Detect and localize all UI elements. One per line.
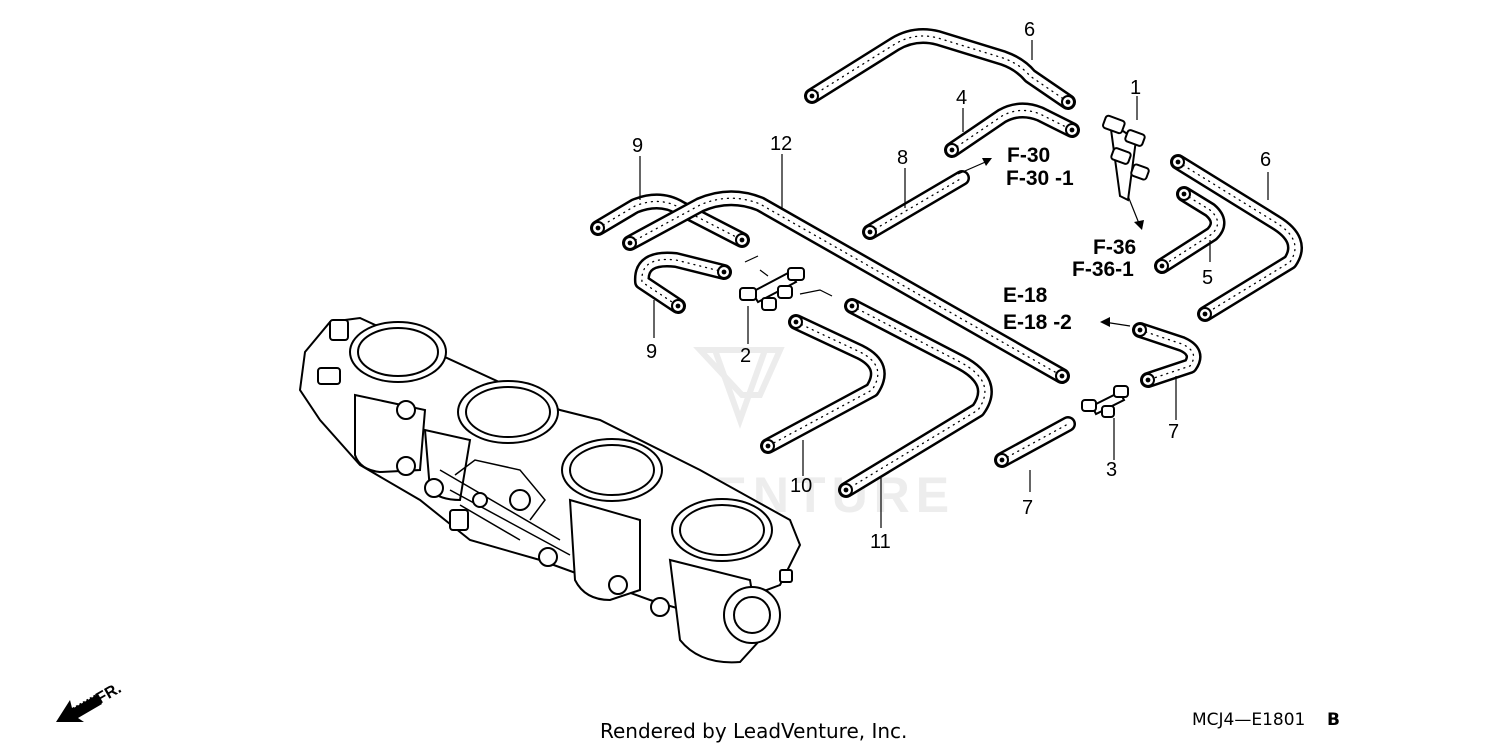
label-6-upper: 6	[1024, 19, 1035, 41]
part-number-labels: 6 4 1 6 5 8 9 12 9 2 10 11 7 3 7	[632, 19, 1271, 553]
hose-11	[838, 298, 993, 498]
label-3: 3	[1106, 459, 1117, 481]
ref-e18[interactable]: E-18	[1003, 284, 1048, 307]
ref-f36[interactable]: F-36	[1093, 236, 1136, 259]
ref-f30[interactable]: F-30	[1007, 144, 1050, 167]
label-10: 10	[790, 475, 812, 497]
connector-2	[739, 267, 805, 311]
label-8: 8	[897, 147, 908, 169]
front-arrow-icon	[56, 694, 102, 722]
hose-7-right	[1132, 322, 1202, 388]
hose-7-straight	[994, 416, 1076, 468]
ref-e18-2[interactable]: E-18 -2	[1003, 311, 1072, 334]
leader-lines	[639, 40, 1269, 528]
label-7-straight: 7	[1022, 497, 1033, 519]
reference-labels[interactable]: F-30 F-30 -1 F-36 F-36-1 E-18 E-18 -2	[1003, 144, 1136, 334]
label-6-right: 6	[1260, 149, 1271, 171]
label-11: 11	[870, 531, 891, 553]
hose-12	[622, 190, 1070, 384]
ref-f36-1[interactable]: F-36-1	[1072, 258, 1134, 281]
connector-1	[1102, 114, 1150, 202]
throttle-body-assembly	[298, 316, 802, 664]
hose-6-upper	[804, 28, 1076, 110]
label-9-upper: 9	[632, 135, 643, 157]
hose-5	[1154, 186, 1226, 274]
hose-10	[760, 314, 886, 454]
ref-f30-1[interactable]: F-30 -1	[1006, 167, 1074, 190]
hose-6-right	[1170, 154, 1303, 322]
label-5: 5	[1202, 267, 1213, 289]
connector-3	[1081, 385, 1129, 418]
label-12: 12	[770, 133, 792, 155]
label-2: 2	[740, 345, 751, 367]
front-direction-indicator: FR.	[56, 680, 124, 722]
label-1: 1	[1130, 77, 1141, 99]
label-4: 4	[956, 87, 967, 109]
hose-8	[862, 170, 970, 240]
diagram-code: MCJ4—E1801 B	[1192, 710, 1340, 730]
hose-4	[944, 102, 1080, 158]
hose-9-lower	[633, 251, 732, 314]
label-7-right: 7	[1168, 421, 1179, 443]
label-9-lower: 9	[646, 341, 657, 363]
diagram-code-suffix: B	[1327, 710, 1340, 730]
diagram-code-text: MCJ4—E1801	[1192, 710, 1305, 730]
footer-credit: Rendered by LeadVenture, Inc.	[600, 719, 907, 743]
